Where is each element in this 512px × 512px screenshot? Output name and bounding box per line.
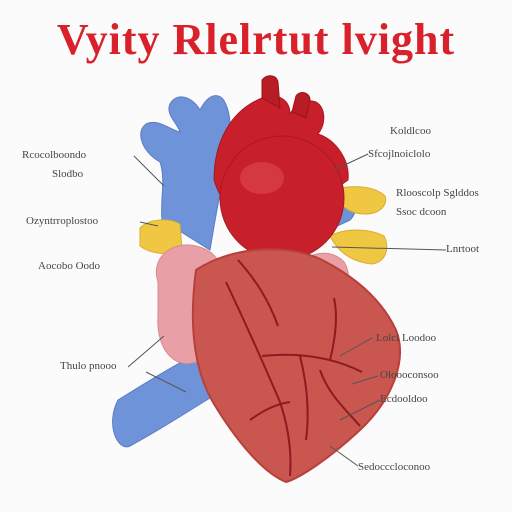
label-left-2: Slodbo — [52, 168, 84, 180]
label-left-3: Ozyntrroplostoo — [26, 215, 99, 227]
label-right-1: Koldlcoo — [390, 125, 431, 137]
label-left-4: Aocobo Oodo — [38, 260, 101, 272]
label-right-8: Ecdooldoo — [380, 393, 428, 405]
label-right-6: Lolcl Loodoo — [376, 332, 437, 344]
ventricles — [191, 248, 401, 484]
aorta-highlight — [240, 162, 284, 194]
fat-deposit-right-upper — [334, 186, 387, 215]
label-right-4: Ssoc dcoon — [396, 206, 447, 218]
coronary-vessels — [225, 259, 363, 477]
ascending-vessel-2 — [291, 92, 311, 119]
label-right-2: Sfcojlnoiclolo — [368, 148, 431, 160]
label-right-5: Lnrtoot — [446, 243, 479, 255]
aorta-bulb — [219, 135, 345, 261]
fat-deposit-right-lower — [329, 229, 388, 265]
label-left-5: Thulo pnooo — [60, 360, 117, 372]
leader-lines — [127, 153, 447, 467]
ascending-vessel-1 — [261, 75, 281, 109]
label-left-1: Rcocolboondo — [22, 149, 87, 161]
diagram-title: Vyity Rlelrtut lvight — [56, 15, 456, 64]
label-right-9: Sedocccloconoo — [358, 461, 431, 473]
label-right-3: Rlooscolp Sglddos — [396, 187, 479, 199]
inferior-vena-cava — [112, 351, 216, 448]
superior-vena-cava — [140, 95, 231, 251]
label-right-7: Oloooconsoo — [380, 369, 439, 381]
